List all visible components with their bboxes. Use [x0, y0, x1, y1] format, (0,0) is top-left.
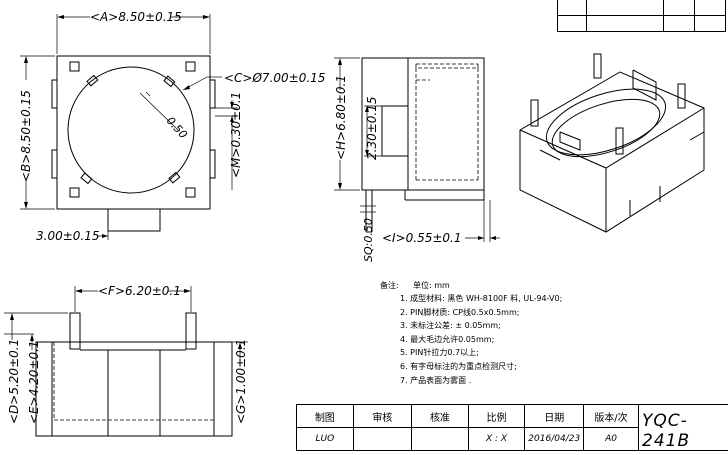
front-view: <F>6.20±0.1 <D>5.20±0.1 <E>4.20±0.1 <G>1…: [4, 284, 248, 437]
clip-lower-left: [80, 172, 93, 185]
iso-battery-recess: [545, 88, 667, 156]
pin-bottom-right: [185, 187, 196, 198]
dim-h: <H>6.80±0.1: [334, 75, 348, 160]
battery-circle: [67, 66, 195, 194]
left-notch-upper: [51, 79, 58, 109]
note-item: 4. 最大毛边允许0.05mm;: [400, 334, 495, 344]
pin-top-right: [185, 61, 196, 72]
dim-b: <B>8.50±0.15: [19, 90, 33, 182]
tb-value-version: A0: [583, 427, 639, 451]
part-number: YQC-241B: [642, 411, 691, 451]
tb-header-version: 版本/次: [583, 404, 639, 428]
dim-d: <D>5.20±0.1: [7, 339, 21, 424]
dim-m: <M>0.30±0.1: [229, 92, 243, 178]
tb-value-date: 2016/04/23: [524, 427, 585, 451]
iso-pin-1: [530, 99, 539, 127]
right-notch-upper: [209, 79, 216, 109]
note-item: 1. 成型材料: 黑色 WH-8100F 料, UL-94-V0;: [400, 294, 563, 303]
dim-g: <G>1.00±0.1: [234, 339, 248, 424]
front-pin-left: [69, 312, 81, 350]
side-view-wall: [407, 57, 485, 191]
tb-value-approved: [411, 427, 469, 451]
bottom-tab: [107, 208, 161, 232]
tb-value-scale: X : X: [467, 427, 526, 451]
pin-bottom-left: [69, 187, 80, 198]
dim-a: <A>8.50±0.15: [90, 10, 182, 24]
note-item: 6. 有字母标注的为重点检测尺寸;: [400, 361, 517, 371]
right-notch-lower: [209, 149, 216, 179]
dim-i: <I>0.55±0.1: [382, 231, 462, 245]
side-view: <H>6.80±0.1 2.30±0.15 SQ:0.50 <I>0.55±0.…: [334, 57, 500, 262]
side-view-pin-block: [381, 105, 409, 157]
left-notch-lower: [51, 149, 58, 179]
front-pin-right: [185, 312, 197, 350]
notes-unit: 单位: mm: [413, 281, 450, 290]
tb-header-date: 日期: [524, 404, 585, 428]
note-item: 5. PIN针拉力0.7以上;: [400, 348, 479, 358]
notes-title: 备注:: [380, 281, 399, 290]
top-view: <A>8.50±0.15 <B>8.50±0.15 <C>Ø7.00±0.15 …: [19, 10, 325, 243]
pin-top-left: [69, 61, 80, 72]
tb-header-drawn: 制图: [296, 404, 354, 428]
dim-base-h: 2.30±0.15: [365, 97, 379, 161]
iso-pin-3: [677, 83, 686, 109]
revision-table: [557, 0, 726, 32]
tb-header-approved: 核准: [411, 404, 469, 428]
tb-value-checked: [352, 427, 413, 451]
note-item: 3. 未标注公差: ± 0.05mm;: [400, 321, 501, 331]
note-item: 2. PIN脚材质: CP线0.5x0.5mm;: [400, 307, 520, 317]
dim-sq: SQ:0.50: [362, 218, 375, 262]
tb-part-cell: [637, 404, 728, 451]
clip-upper-left: [86, 74, 99, 87]
tb-header-scale: 比例: [467, 404, 526, 428]
dim-f: <F>6.20±0.1: [98, 284, 181, 298]
front-view-body: [35, 341, 233, 437]
clip-upper-right: [163, 75, 176, 88]
dim-c: <C>Ø7.00±0.15: [224, 71, 325, 85]
notes-list: 1. 成型材料: 黑色 WH-8100F 料, UL-94-V0; 2. PIN…: [400, 292, 562, 387]
dim-e: <E>4.20±0.1: [27, 340, 41, 424]
tb-value-drawn: LUO: [296, 427, 354, 451]
radius-leader: [139, 92, 179, 131]
clip-lower-right: [168, 171, 181, 184]
title-block: 制图 审核 核准 比例 日期 版本/次 LUO X : X 2016/04/23…: [296, 404, 728, 451]
iso-pin-4: [615, 127, 624, 155]
iso-pin-2: [593, 53, 602, 79]
dim-pin-offset: 3.00±0.15: [36, 229, 100, 243]
iso-outline: [519, 71, 705, 233]
note-item: 7. 产品表面为雾面 .: [400, 375, 472, 385]
isometric-view: [519, 53, 705, 233]
dim-r: 0.50: [164, 114, 190, 141]
tb-header-checked: 审核: [352, 404, 413, 428]
